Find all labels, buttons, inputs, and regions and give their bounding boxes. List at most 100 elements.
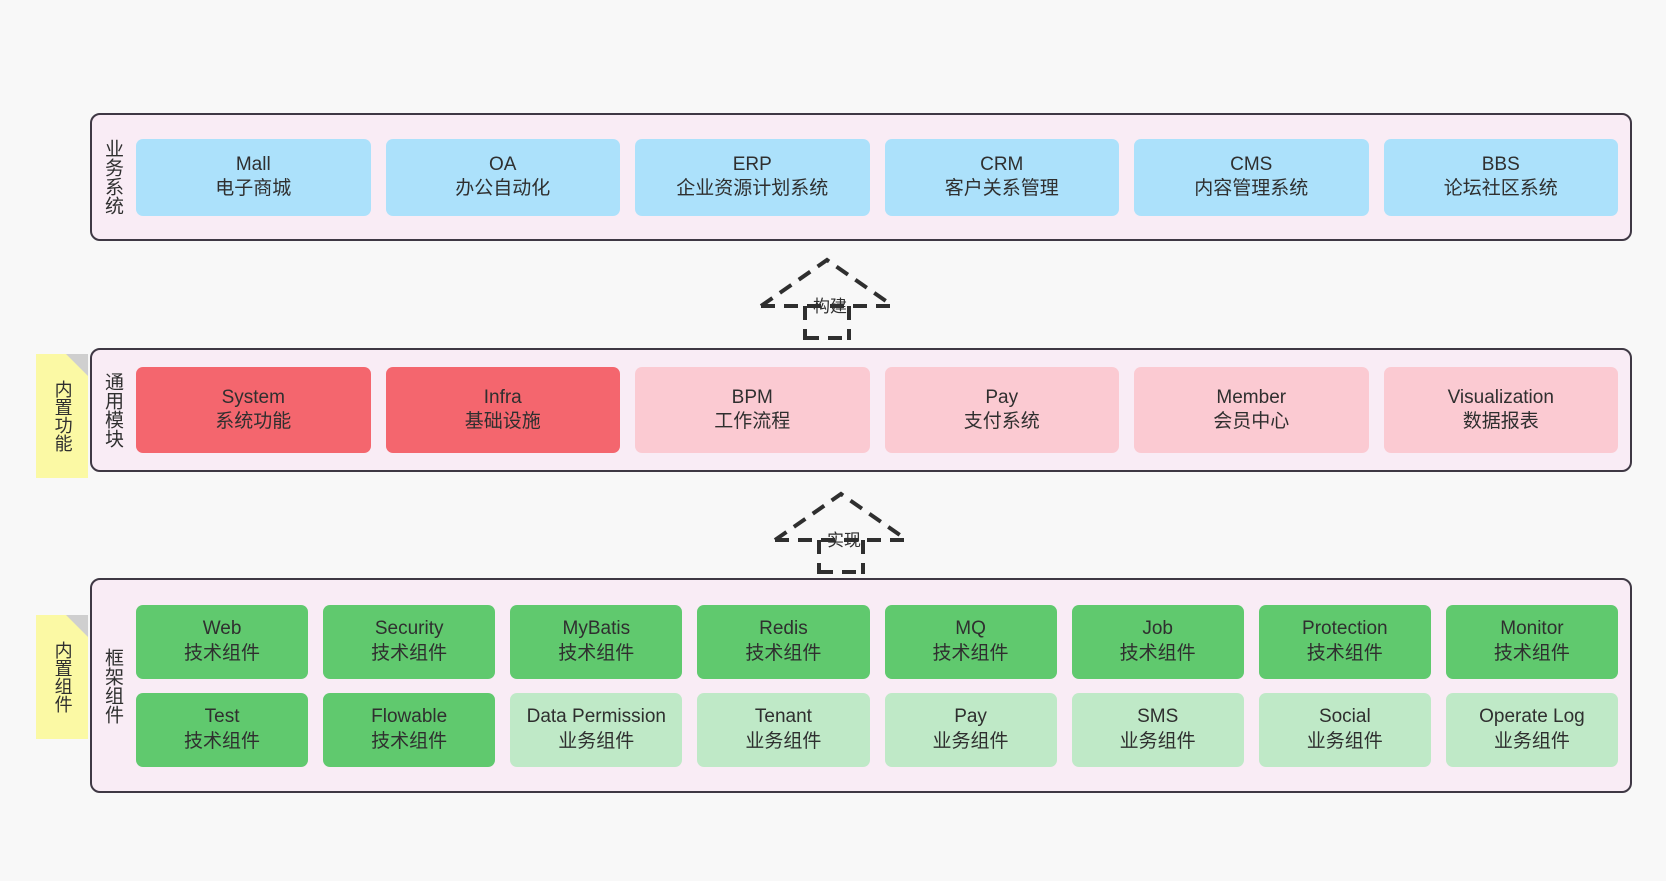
common-module-card-subtitle: 基础设施 — [464, 411, 541, 432]
business-system-card[interactable]: OA 办公自动化 — [385, 138, 620, 216]
business-system-card-subtitle: 企业资源计划系统 — [676, 178, 829, 199]
implement-arrow-label: 实现 — [827, 531, 861, 550]
tech-component-card-subtitle: 技术组件 — [932, 642, 1009, 664]
common-module-card-subtitle: 系统功能 — [215, 411, 292, 432]
tech-component-card-subtitle: 技术组件 — [184, 642, 261, 664]
business-system-card-row: Mall 电子商城 OA 办公自动化 ERP 企业资源计划系统 CRM 客户关系管理 CMS 内容… — [136, 138, 1618, 216]
common-module-layer: 通用模块 System 系统功能 Infra 基础设施 BPM 工作流程 Pay 支付系统 Me… — [90, 348, 1632, 472]
business-system-card-title: BBS — [1481, 153, 1520, 175]
business-component-card-title: Social — [1318, 706, 1371, 728]
builtin-function-note-label: 内置功能 — [52, 380, 73, 452]
business-system-card-subtitle: 办公自动化 — [455, 178, 551, 199]
business-system-card-title: CMS — [1230, 153, 1273, 175]
business-system-card-subtitle: 内容管理系统 — [1194, 178, 1309, 199]
common-module-card[interactable]: Infra 基础设施 — [385, 367, 620, 453]
business-system-card-title: ERP — [732, 153, 772, 175]
common-module-layer-caption: 通用模块 — [102, 372, 124, 448]
business-system-card-title: OA — [489, 153, 517, 175]
business-component-card-subtitle: 技术组件 — [371, 730, 448, 752]
business-component-card-subtitle: 业务组件 — [1306, 730, 1383, 752]
business-system-card[interactable]: Mall 电子商城 — [136, 138, 371, 216]
common-module-card-title: System — [221, 386, 285, 408]
framework-component-layer-caption: 框架组件 — [102, 647, 124, 724]
business-system-card-subtitle: 论坛社区系统 — [1443, 178, 1558, 199]
common-module-card-title: Visualization — [1447, 386, 1554, 408]
tech-component-card-subtitle: 技术组件 — [371, 642, 448, 664]
business-component-card-subtitle: 业务组件 — [932, 730, 1009, 752]
builtin-function-note: 内置功能 — [36, 354, 88, 478]
common-module-card-subtitle: 工作流程 — [714, 411, 791, 432]
business-system-card-subtitle: 客户关系管理 — [944, 178, 1059, 199]
builtin-component-note: 内置组件 — [36, 615, 88, 739]
common-module-card-subtitle: 会员中心 — [1213, 411, 1290, 432]
common-module-card-title: Infra — [483, 386, 522, 408]
business-system-card[interactable]: ERP 企业资源计划系统 — [635, 138, 870, 216]
tech-component-card-subtitle: 技术组件 — [1119, 642, 1196, 664]
business-component-card-subtitle: 业务组件 — [558, 730, 635, 752]
business-component-card-subtitle: 业务组件 — [1119, 730, 1196, 752]
business-component-card-subtitle: 业务组件 — [745, 730, 822, 752]
business-component-card-title: Flowable — [371, 706, 448, 728]
tech-component-card-subtitle: 技术组件 — [745, 642, 822, 664]
build-generalization-arrow: 构建 — [757, 256, 897, 340]
implement-generalization-arrow: 实现 — [771, 490, 911, 574]
business-component-card-title: Pay — [954, 706, 987, 728]
common-module-card-title: BPM — [731, 386, 773, 408]
tech-component-card-title: MQ — [955, 618, 986, 640]
business-component-card-title: Data Permission — [526, 706, 666, 728]
tech-component-card-title: Protection — [1302, 618, 1388, 640]
business-system-card[interactable]: CRM 客户关系管理 — [884, 138, 1119, 216]
business-component-card-title: Test — [204, 706, 240, 728]
tech-component-card-title: Redis — [759, 618, 808, 640]
business-component-card-title: Tenant — [754, 706, 812, 728]
business-component-card-title: Operate Log — [1479, 706, 1585, 728]
tech-component-card-subtitle: 技术组件 — [558, 642, 635, 664]
business-system-card-subtitle: 电子商城 — [215, 178, 292, 199]
common-module-card[interactable]: Pay 支付系统 — [884, 367, 1119, 453]
note-fold-corner-icon — [66, 354, 88, 376]
business-component-card-subtitle: 业务组件 — [1493, 730, 1570, 752]
business-system-card[interactable]: CMS 内容管理系统 — [1134, 138, 1369, 216]
tech-component-card-title: Security — [374, 618, 444, 640]
business-system-card[interactable]: BBS 论坛社区系统 — [1383, 138, 1618, 216]
tech-component-card-subtitle: 技术组件 — [1306, 642, 1383, 664]
common-module-card-subtitle: 支付系统 — [963, 411, 1040, 432]
common-module-card-title: Pay — [985, 386, 1019, 408]
business-system-card-title: CRM — [980, 153, 1024, 175]
implement-arrow-shape — [773, 491, 909, 574]
build-arrow-label: 构建 — [813, 297, 847, 316]
business-component-card-subtitle: 技术组件 — [184, 730, 261, 752]
tech-component-card-title: Job — [1142, 618, 1173, 640]
business-component-card-title: SMS — [1137, 706, 1179, 728]
business-system-card-title: Mall — [235, 153, 271, 175]
tech-component-card-title: Monitor — [1500, 618, 1564, 640]
common-module-card[interactable]: System 系统功能 — [136, 367, 371, 453]
business-system-layer-body: Mall 电子商城 OA 办公自动化 ERP 企业资源计划系统 CRM 客户关系管理 CMS 内容… — [132, 115, 1630, 239]
builtin-component-note-label: 内置组件 — [52, 641, 73, 713]
common-module-card[interactable]: BPM 工作流程 — [635, 367, 870, 453]
